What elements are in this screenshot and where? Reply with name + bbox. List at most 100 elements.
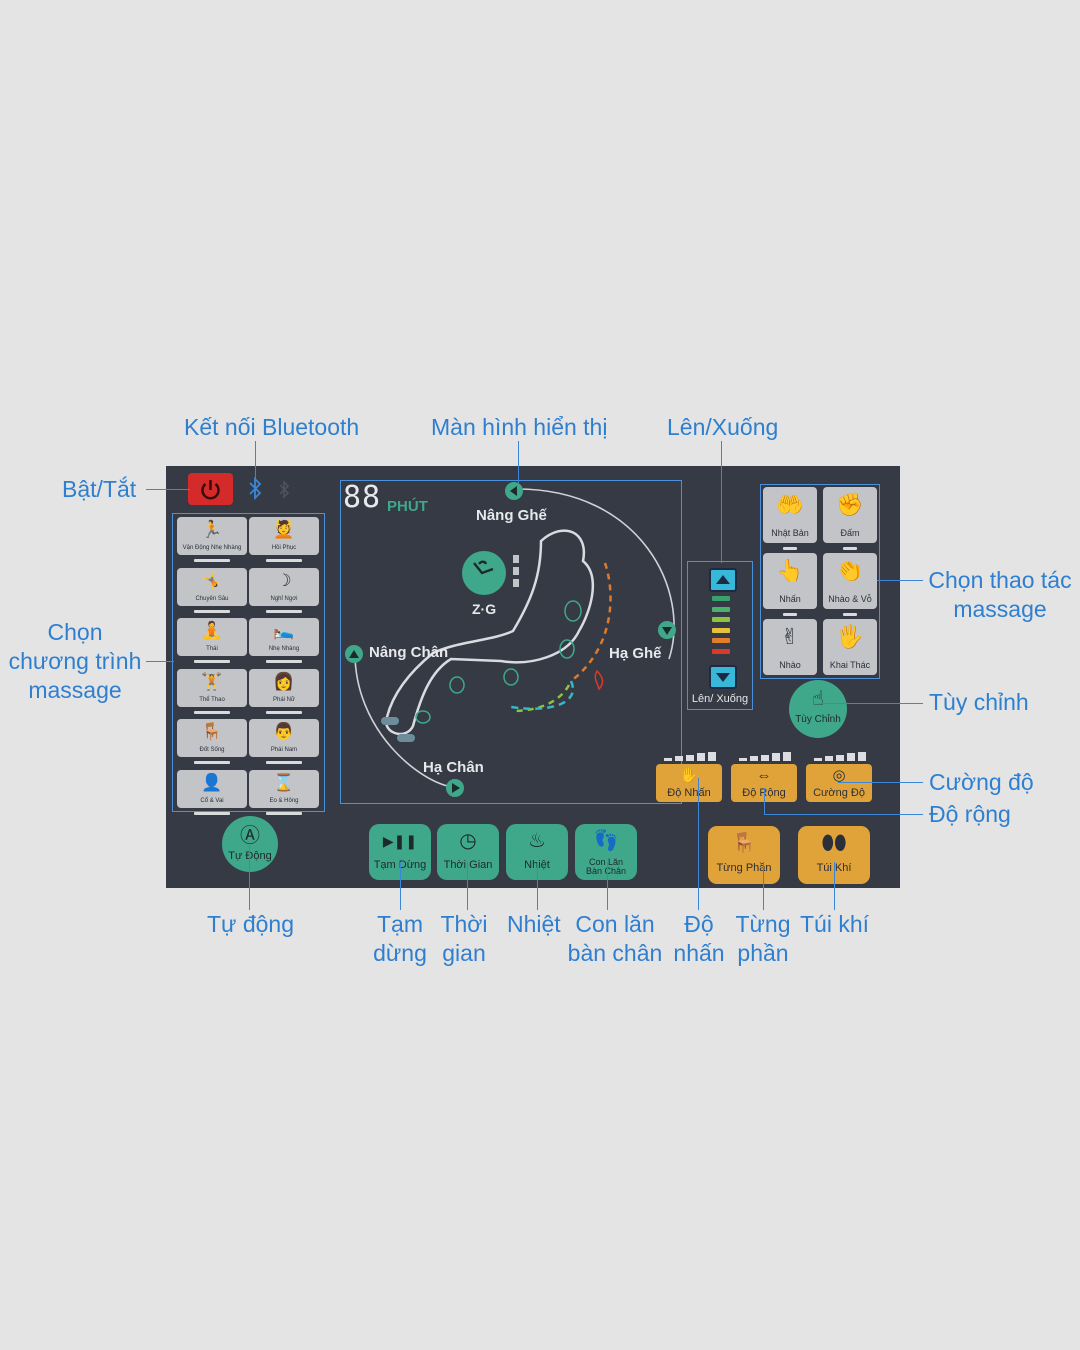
callout-technique: Chọn thao tác massage (928, 567, 1072, 622)
leg-lower-arrow-icon[interactable] (446, 779, 464, 797)
callout-power: Bật/Tắt (62, 476, 137, 502)
level-step (761, 754, 769, 761)
seat-lower-label: Hạ Ghế (609, 645, 662, 662)
program-indicator-bar (266, 609, 302, 613)
level-bar (712, 627, 730, 633)
intensity-button[interactable]: ◎Cường Độ (806, 764, 872, 802)
program-button[interactable]: 👨Phái Nam (249, 719, 319, 757)
leader-time (467, 862, 468, 910)
program-button-label: Hồi Phục (271, 545, 297, 551)
program-indicator-bar (266, 761, 302, 764)
leader-technique (877, 580, 923, 581)
program-button-label: Phái Nữ (272, 696, 296, 703)
updown-up-button[interactable] (709, 568, 737, 592)
press-icon: 👆 (776, 558, 804, 583)
partial-seat-button[interactable]: 🪑Từng Phần (708, 826, 780, 884)
program-button[interactable]: ☽Nghỉ Ngơi (249, 567, 319, 606)
program-button[interactable]: 💆 Hồi Phục (249, 517, 319, 555)
function-button-label: Con Lăn Bàn Chân (585, 857, 627, 876)
timer-unit: PHÚT (387, 498, 428, 515)
program-button[interactable]: 🏋Thể Thao (177, 668, 247, 707)
technique-button[interactable]: ✊Đấm (823, 487, 877, 543)
program-indicator-bar (266, 660, 302, 663)
technique-button-label: Nhấn (779, 594, 801, 604)
spine-seat-icon: 🪑 (201, 722, 223, 741)
level-bar (712, 617, 730, 622)
level-step (825, 756, 833, 761)
foot-icon: 👣 (593, 830, 619, 852)
fist-knock-icon: ✊ (836, 492, 864, 517)
level-step (814, 758, 822, 761)
callout-intensity: Cường độ (929, 769, 1034, 795)
callout-display: Màn hình hiển thị (431, 414, 608, 440)
leader-bluetooth (255, 441, 256, 479)
man-icon: 👨 (273, 722, 295, 741)
leader-auto (249, 845, 250, 910)
seat-raise-arrow-icon[interactable] (505, 482, 523, 500)
shiatsu-hand-icon: 🖐 (836, 624, 864, 649)
technique-button[interactable]: 🖐Khai Thác (823, 619, 877, 675)
power-button[interactable] (188, 473, 233, 505)
clock-button[interactable]: ◷Thời Gian (437, 824, 499, 880)
massage-recovery-icon: 💆 (273, 520, 295, 539)
level-step (772, 753, 780, 761)
play-pause-icon: ▶❚❚ (382, 833, 418, 849)
foot-button[interactable]: 👣 Con Lăn Bàn Chân (575, 824, 637, 880)
leader-partial (763, 862, 764, 910)
zero-gravity-label: Z·G (472, 601, 497, 617)
sport-person-icon: 🏋 (201, 671, 223, 691)
program-button[interactable]: 🛌Nhẹ Nhàng (249, 618, 319, 656)
program-indicator-bar (194, 559, 230, 562)
callout-bluetooth: Kết nối Bluetooth (184, 414, 360, 440)
program-indicator-bar (194, 660, 230, 663)
program-button[interactable]: 👤Cổ & Vai (177, 769, 247, 808)
technique-indicator-bar (783, 613, 797, 616)
seat-raise-label: Nâng Ghế (476, 507, 547, 524)
level-step (750, 756, 758, 761)
program-button-label: Cổ & Vai (200, 797, 224, 804)
program-button[interactable]: 👩Phái Nữ (249, 668, 319, 707)
display-graphics (354, 488, 675, 788)
adjust-button-label: Độ Rộng (742, 787, 786, 799)
seat-lower-arrow-icon[interactable] (658, 621, 676, 639)
leader-intensity (838, 782, 923, 783)
technique-button[interactable]: 👆 Nhấn (763, 553, 817, 609)
callout-updown: Lên/Xuống (667, 414, 779, 440)
program-indicator-bar (194, 761, 230, 764)
thai-stretch-icon: 🧘 (201, 621, 223, 640)
leader-airbag (834, 862, 835, 910)
leader-display (518, 441, 519, 483)
program-button[interactable]: 🧘Thái (177, 618, 247, 656)
technique-button-label: Nhào (779, 660, 801, 670)
moon-rest-icon: ☽ (276, 570, 292, 590)
level-step (697, 753, 705, 761)
leader-foot-roller (607, 862, 608, 910)
program-button[interactable]: 🪑Đốt Sống (177, 719, 247, 757)
bluetooth-icon[interactable] (247, 476, 263, 502)
technique-button[interactable]: 🤲Nhật Bản (763, 487, 817, 543)
technique-button-label: Nhào & Vỗ (828, 594, 872, 604)
auto-button[interactable]: Ⓐ Tự Động (222, 816, 278, 872)
play-pause-button[interactable]: ▶❚❚Tạm Dừng (369, 824, 431, 880)
callout-auto: Tự động (207, 911, 295, 937)
function-button-label: Thời Gian (443, 859, 493, 871)
technique-button[interactable]: 👏Nhào & Vỗ (823, 553, 877, 609)
program-button-label: Vận Động Nhẹ Nhàng (182, 545, 242, 551)
technique-button[interactable]: ✌Nhào (763, 619, 817, 675)
arrow-up-icon (716, 575, 730, 584)
program-button[interactable]: ⌛Eo & Hông (249, 769, 319, 808)
press-depth-button[interactable]: ✋Độ Nhấn (656, 764, 722, 802)
custom-button[interactable]: ☝ Tùy Chỉnh (789, 680, 847, 738)
leader-heat (537, 862, 538, 910)
updown-down-button[interactable] (709, 665, 737, 689)
technique-grid-frame (760, 484, 880, 679)
leg-raise-label: Nâng Chân (369, 644, 449, 661)
program-button[interactable]: 🤸Chuyên Sâu (177, 567, 247, 606)
program-button[interactable]: 🏃Vận Động Nhẹ Nhàng (177, 517, 247, 555)
level-bar (712, 606, 730, 612)
level-step (686, 754, 694, 761)
leg-raise-arrow-icon[interactable] (345, 645, 363, 663)
